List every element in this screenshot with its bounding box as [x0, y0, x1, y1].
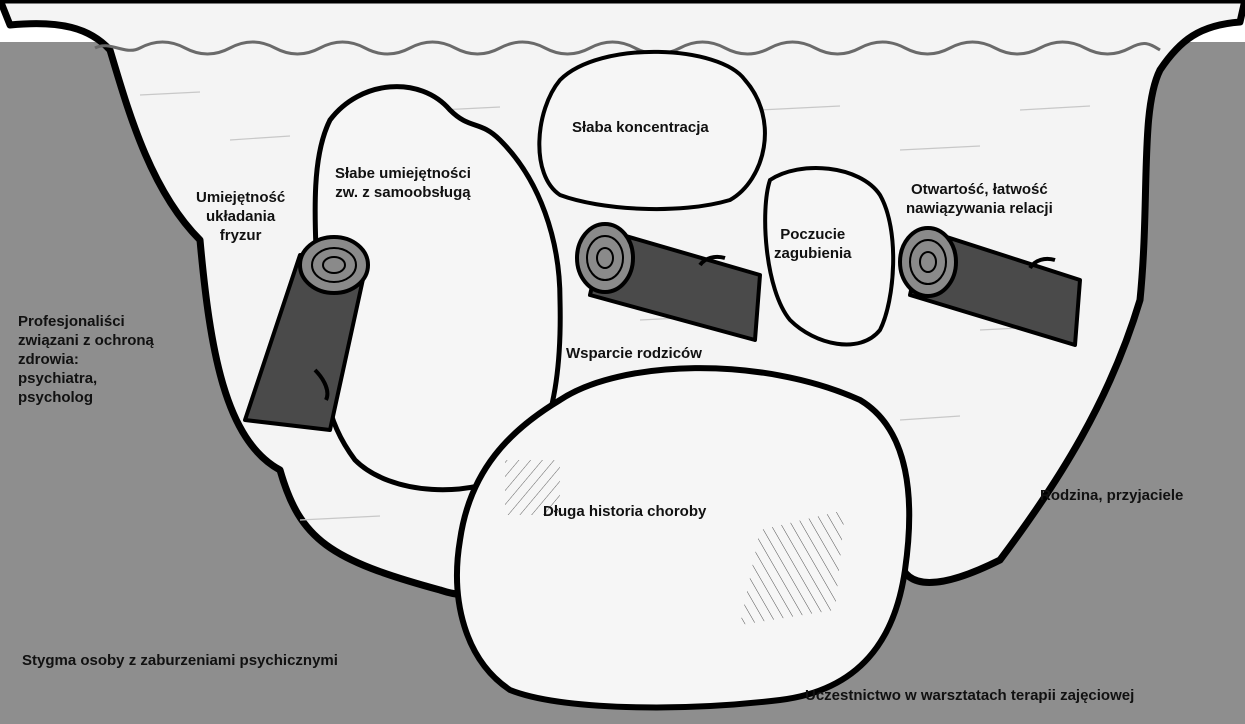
text-profesjonalisci-1: Profesjonaliści: [18, 312, 154, 331]
label-uczestnictwo: Uczestnictwo w warsztatach terapii zajęc…: [805, 686, 1134, 705]
text-slaba-koncentracja: Słaba koncentracja: [572, 119, 709, 136]
text-dluga-historia: Długa historia choroby: [543, 503, 706, 520]
label-poczucie: Poczucie zagubienia: [774, 225, 852, 263]
label-profesjonalisci: Profesjonaliści związani z ochroną zdrow…: [18, 312, 154, 407]
text-rodzina: Rodzina, przyjaciele: [1040, 487, 1183, 504]
label-dluga-historia: Długa historia choroby: [543, 502, 706, 521]
label-otwartosc: Otwartość, łatwość nawiązywania relacji: [906, 180, 1053, 218]
text-otwartosc-1: Otwartość, łatwość: [906, 180, 1053, 199]
text-wsparcie-rodzicow: Wsparcie rodziców: [566, 345, 702, 362]
text-poczucie-2: zagubienia: [774, 244, 852, 263]
text-profesjonalisci-4: psychiatra,: [18, 369, 154, 388]
text-otwartosc-2: nawiązywania relacji: [906, 199, 1053, 218]
text-umiejetnosc-2: układania: [196, 207, 285, 226]
text-uczestnictwo: Uczestnictwo w warsztatach terapii zajęc…: [805, 687, 1134, 704]
label-wsparcie-rodzicow: Wsparcie rodziców: [566, 344, 702, 363]
text-profesjonalisci-5: psycholog: [18, 388, 154, 407]
text-profesjonalisci-2: związani z ochroną: [18, 331, 154, 350]
label-rodzina: Rodzina, przyjaciele: [1040, 486, 1183, 505]
text-slabe-umiejetnosci-2: zw. z samoobsługą: [335, 183, 471, 202]
label-slabe-umiejetnosci: Słabe umiejętności zw. z samoobsługą: [335, 164, 471, 202]
text-slabe-umiejetnosci-1: Słabe umiejętności: [335, 164, 471, 183]
label-stygma: Stygma osoby z zaburzeniami psychicznymi: [22, 651, 338, 670]
label-umiejetnosc: Umiejętność układania fryzur: [196, 188, 285, 245]
text-profesjonalisci-3: zdrowia:: [18, 350, 154, 369]
text-stygma: Stygma osoby z zaburzeniami psychicznymi: [22, 652, 338, 669]
text-poczucie-1: Poczucie: [774, 225, 852, 244]
label-slaba-koncentracja: Słaba koncentracja: [572, 118, 709, 137]
text-umiejetnosc-3: fryzur: [196, 226, 285, 245]
text-umiejetnosc-1: Umiejętność: [196, 188, 285, 207]
